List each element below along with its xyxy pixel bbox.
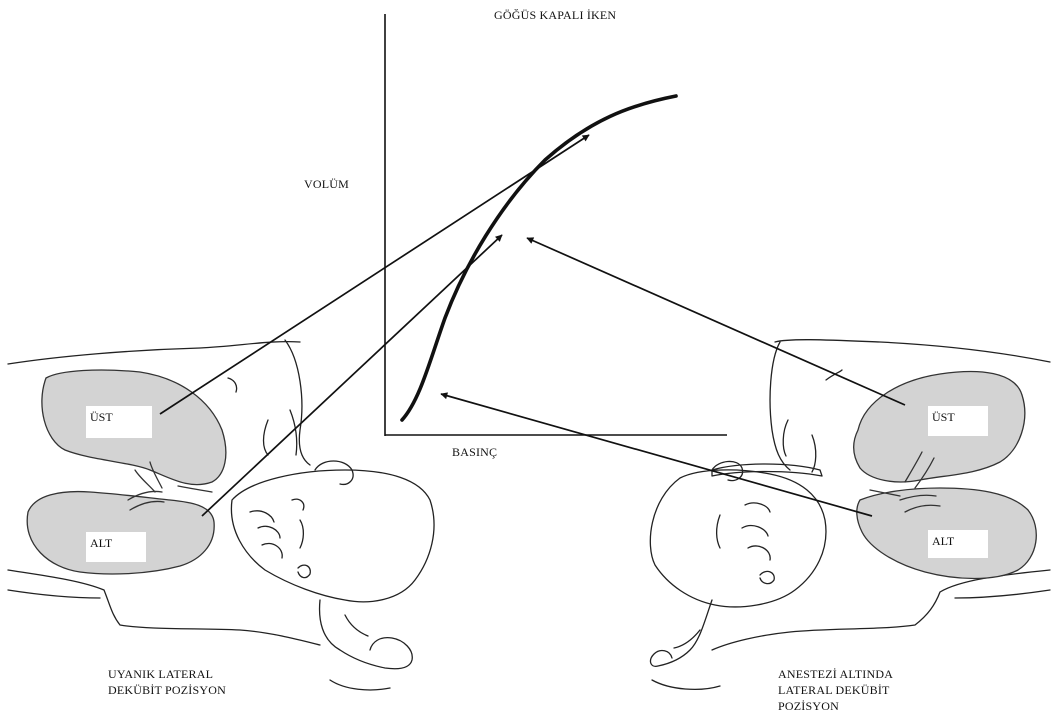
- left-caption: UYANIK LATERAL DEKÜBİT POZİSYON: [108, 666, 226, 698]
- right-torso-outline: [770, 342, 790, 470]
- right-upper-lung-label: ÜST: [928, 406, 988, 436]
- right-caption-line2: LATERAL DEKÜBİT: [778, 682, 893, 698]
- y-axis-label: VOLÜM: [304, 177, 349, 192]
- left-head-outline: [231, 470, 434, 602]
- right-arm: [651, 600, 712, 666]
- left-bed-line: [8, 342, 300, 364]
- left-lower-body: [8, 570, 320, 645]
- compliance-curve: [402, 96, 676, 420]
- left-arm: [320, 600, 413, 669]
- arrow-left-upper-to-curve: [160, 135, 589, 414]
- x-axis-label: BASINÇ: [452, 445, 497, 460]
- graph-title: GÖĞÜS KAPALI İKEN: [494, 8, 616, 23]
- left-caption-line2: DEKÜBİT POZİSYON: [108, 682, 226, 698]
- right-bed-line: [775, 340, 1050, 362]
- arrow-right-lower-to-curve: [441, 394, 872, 516]
- arrows: [160, 135, 905, 516]
- left-upper-lung-label: ÜST: [86, 406, 152, 438]
- right-caption-line3: POZİSYON: [778, 698, 893, 714]
- left-lower-lung-label: ALT: [86, 532, 146, 562]
- right-caption-line1: ANESTEZİ ALTINDA: [778, 666, 893, 682]
- left-ear: [315, 461, 353, 484]
- left-torso-outline: [285, 340, 310, 465]
- right-lower-lung-label: ALT: [928, 530, 988, 558]
- left-caption-line1: UYANIK LATERAL: [108, 666, 226, 682]
- right-caption: ANESTEZİ ALTINDA LATERAL DEKÜBİT POZİSYO…: [778, 666, 893, 714]
- pressure-volume-graph: [385, 14, 727, 436]
- right-head-outline: [650, 470, 826, 607]
- arrow-right-upper-to-curve: [527, 238, 905, 405]
- arrow-left-lower-to-curve: [202, 235, 502, 516]
